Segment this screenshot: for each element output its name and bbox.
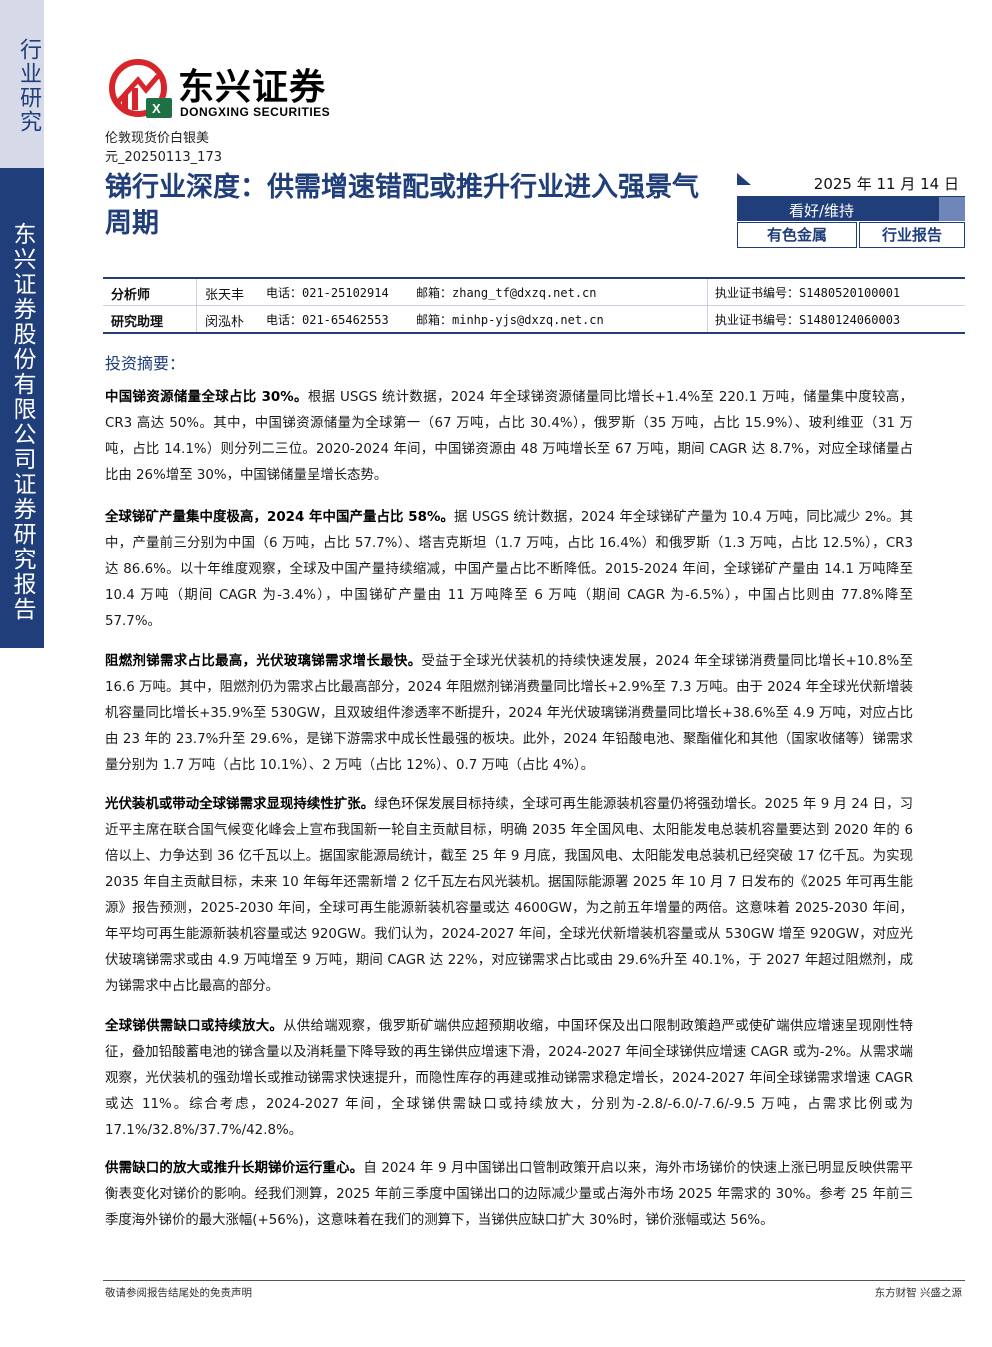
sidebar-top-band xyxy=(0,0,44,168)
summary-paragraph: 全球锑矿产量集中度极高，2024 年中国产量占比 58%。据 USGS 统计数据… xyxy=(105,505,913,635)
triangle-marker-icon xyxy=(737,173,751,185)
dongxing-logo-icon: X xyxy=(109,59,172,118)
analyst-email[interactable]: 邮箱：minhp-yjs@dxzq.net.cn xyxy=(416,313,604,327)
report-type-label: 行业报告 xyxy=(859,222,965,248)
logo-chinese-name: 东兴证券 xyxy=(178,67,327,108)
analyst-email[interactable]: 邮箱：zhang_tf@dxzq.net.cn xyxy=(416,286,597,300)
analyst-row: 分析师 张天丰 电话：021-25102914 邮箱：zhang_tf@dxzq… xyxy=(103,279,965,305)
paragraph-lead: 阻燃剂锑需求占比最高，光伏玻璃锑需求增长最快。 xyxy=(105,654,422,669)
analyst-table: 分析师 张天丰 电话：021-25102914 邮箱：zhang_tf@dxzq… xyxy=(103,277,965,334)
analyst-name: 张天丰 xyxy=(205,288,245,303)
summary-paragraph: 全球锑供需缺口或持续放大。从供给端观察，俄罗斯矿端供应超预期收缩，中国环保及出口… xyxy=(105,1014,913,1144)
paragraph-body: 根据 USGS 统计数据，2024 年全球锑资源储量同比增长+1.4%至 220… xyxy=(105,390,913,483)
analyst-role: 研究助理 xyxy=(111,315,164,330)
paragraph-lead: 全球锑供需缺口或持续放大。 xyxy=(105,1019,284,1034)
footer-disclaimer: 敬请参阅报告结尾处的免责声明 xyxy=(105,1287,252,1299)
paragraph-body: 绿色环保发展目标持续，全球可再生能源装机容量仍将强劲增长。2025 年 9 月 … xyxy=(105,797,913,994)
analyst-cert: 执业证书编号：S1480520100001 xyxy=(715,286,901,300)
rating-accent-block xyxy=(939,197,965,221)
sidebar-bottom-band xyxy=(0,168,44,648)
sector-label: 有色金属 xyxy=(737,222,857,248)
analyst-name: 闵泓朴 xyxy=(205,315,245,330)
report-info-box: 2025 年 11 月 14 日 看好/维持 有色金属 行业报告 xyxy=(737,170,965,248)
logo-english-name: DONGXING SECURITIES xyxy=(180,105,331,119)
paragraph-lead: 全球锑矿产量集中度极高，2024 年中国产量占比 58%。 xyxy=(105,510,454,525)
footer-divider xyxy=(103,1280,965,1281)
summary-heading: 投资摘要： xyxy=(105,354,186,373)
analyst-phone: 电话：021-65462553 xyxy=(266,313,389,327)
paragraph-lead: 供需缺口的放大或推升长期锑价运行重心。 xyxy=(105,1161,364,1176)
analyst-cert: 执业证书编号：S1480124060003 xyxy=(715,313,901,327)
report-date: 2025 年 11 月 14 日 xyxy=(813,175,959,193)
summary-paragraph: 中国锑资源储量全球占比 30%。根据 USGS 统计数据，2024 年全球锑资源… xyxy=(105,385,913,489)
file-tag-line-1: 伦敦现货价白银美 xyxy=(105,131,210,146)
paragraph-body: 据 USGS 统计数据，2024 年全球锑矿产量为 10.4 万吨，同比减少 2… xyxy=(105,510,913,629)
report-title: 锑行业深度：供需增速错配或推升行业进入强景气周期 xyxy=(105,172,699,239)
analyst-row: 研究助理 闵泓朴 电话：021-65462553 邮箱：minhp-yjs@dx… xyxy=(103,305,965,332)
paragraph-lead: 中国锑资源储量全球占比 30%。 xyxy=(105,390,308,405)
paragraph-body: 从供给端观察，俄罗斯矿端供应超预期收缩，中国环保及出口限制政策趋严或使矿端供应增… xyxy=(105,1019,914,1138)
svg-text:X: X xyxy=(152,101,161,116)
analyst-role: 分析师 xyxy=(111,288,151,303)
paragraph-body: 受益于全球光伏装机的持续快速发展，2024 年全球锑消费量同比增长+10.8%至… xyxy=(105,654,914,773)
summary-paragraph: 光伏装机或带动全球锑需求显现持续性扩张。绿色环保发展目标持续，全球可再生能源装机… xyxy=(105,792,913,1000)
sidebar-category-label: 行业研究 xyxy=(16,38,41,134)
summary-paragraph: 阻燃剂锑需求占比最高，光伏玻璃锑需求增长最快。受益于全球光伏装机的持续快速发展，… xyxy=(105,649,913,779)
paragraph-body: 自 2024 年 9 月中国锑出口管制政策开启以来，海外市场锑价的快速上涨已明显… xyxy=(105,1161,914,1228)
paragraph-lead: 光伏装机或带动全球锑需求显现持续性扩张。 xyxy=(105,797,375,812)
sidebar-company-label: 东兴证券股份有限公司证券研究报告 xyxy=(9,222,35,622)
rating-label: 看好/维持 xyxy=(789,202,855,220)
file-tag-line-2: 元_20250113_173 xyxy=(105,150,222,165)
footer-slogan: 东方财智 兴盛之源 xyxy=(874,1287,962,1299)
summary-paragraph: 供需缺口的放大或推升长期锑价运行重心。自 2024 年 9 月中国锑出口管制政策… xyxy=(105,1156,913,1234)
analyst-phone: 电话：021-25102914 xyxy=(266,286,389,300)
